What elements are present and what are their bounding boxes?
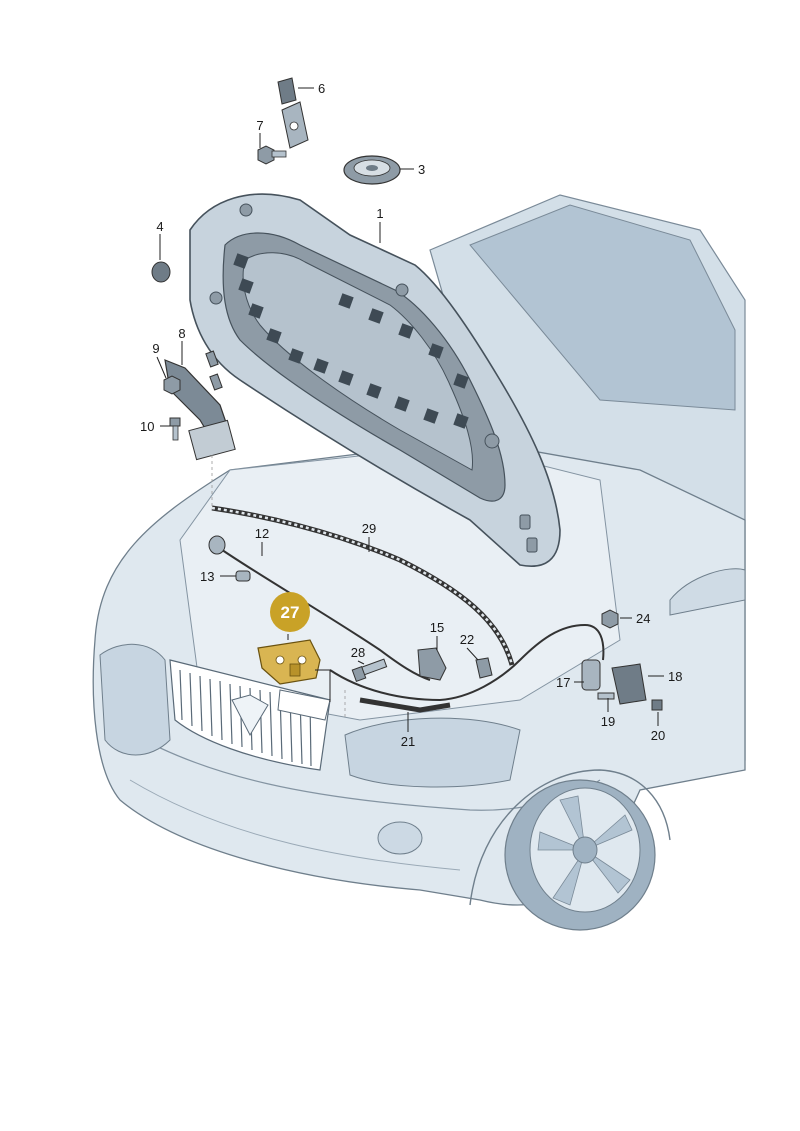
latch-part-6 xyxy=(277,77,309,149)
switch-part-17 xyxy=(581,659,601,691)
nut-part-9 xyxy=(163,375,181,395)
callout-27-highlight: 27 xyxy=(270,592,310,632)
callout-19: 19 xyxy=(601,714,615,729)
callout-22: 22 xyxy=(460,632,474,647)
clip-part-13 xyxy=(235,570,251,582)
badge-part-3 xyxy=(343,155,401,185)
callout-18: 18 xyxy=(668,669,682,684)
holder-part-15 xyxy=(417,647,447,681)
front-grille xyxy=(169,659,331,771)
bolt-part-28 xyxy=(351,658,388,682)
bolt-part-10 xyxy=(169,417,181,441)
cable-part-21 xyxy=(329,623,605,713)
lock-part-27 xyxy=(257,639,321,685)
hinge-guide-lines xyxy=(211,455,346,720)
callout-10: 10 xyxy=(140,419,154,434)
callout-15: 15 xyxy=(430,620,444,635)
seal-part-29 xyxy=(211,505,515,666)
callout-17: 17 xyxy=(556,675,570,690)
leader-lines xyxy=(156,87,664,732)
callout-27: 27 xyxy=(281,603,300,622)
callout-13: 13 xyxy=(200,569,214,584)
callout-24: 24 xyxy=(636,611,650,626)
hood-hinge xyxy=(164,350,236,461)
hood-panel xyxy=(189,193,561,567)
callout-12: 12 xyxy=(255,526,269,541)
bolt-part-7 xyxy=(257,145,287,165)
cable-part-12 xyxy=(208,535,431,681)
buffer-part-4 xyxy=(151,261,171,283)
callout-1: 1 xyxy=(376,206,383,221)
callout-20: 20 xyxy=(651,728,665,743)
callout-4: 4 xyxy=(156,219,163,234)
callout-labels: 1 3 4 6 7 8 9 10 12 13 15 17 18 19 20 21… xyxy=(140,81,682,749)
clip-part-22 xyxy=(475,657,493,679)
callout-7: 7 xyxy=(256,118,263,133)
callout-8: 8 xyxy=(178,326,185,341)
bracket-part-18 xyxy=(611,663,647,705)
screw-part-19 xyxy=(597,692,615,700)
callout-29: 29 xyxy=(362,521,376,536)
callout-9: 9 xyxy=(152,341,159,356)
callout-21: 21 xyxy=(401,734,415,749)
callout-6: 6 xyxy=(318,81,325,96)
clip-part-20 xyxy=(651,699,663,711)
callout-28: 28 xyxy=(351,645,365,660)
nut-part-24 xyxy=(601,609,619,629)
callout-27-bubble xyxy=(270,592,310,632)
callout-3: 3 xyxy=(418,162,425,177)
